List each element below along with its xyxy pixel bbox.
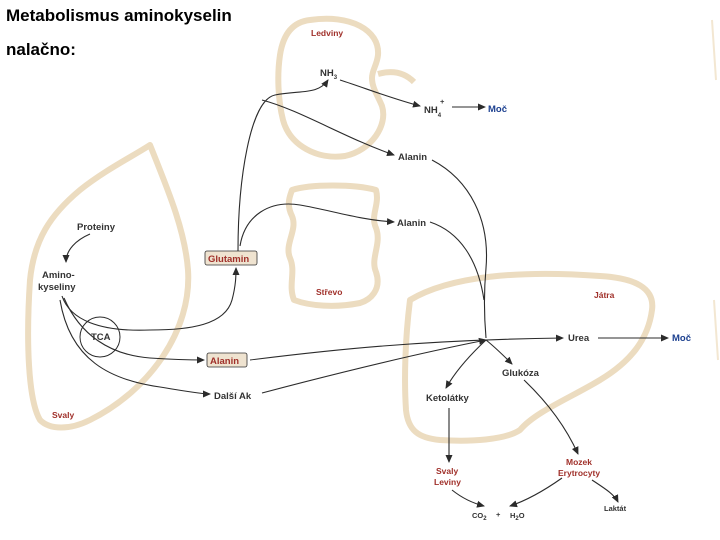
gut-outline bbox=[285, 182, 381, 309]
glutamin-box bbox=[204, 250, 258, 266]
laktat-label: Laktát bbox=[604, 504, 627, 513]
h2o-o: O bbox=[519, 511, 525, 520]
plus-sign: + bbox=[496, 510, 501, 519]
organ-label-svaly: Svaly bbox=[52, 410, 74, 420]
urea-label: Urea bbox=[568, 333, 590, 344]
dalsi-ak-label: Další Ak bbox=[214, 391, 252, 402]
aminokyseliny-label-line1: Amino- bbox=[42, 270, 75, 281]
arrow-liver-to-glukoza bbox=[485, 339, 513, 365]
nh4-text: NH bbox=[424, 105, 438, 116]
organ-label-strevo: Střevo bbox=[316, 287, 342, 297]
arrow-liver-to-ketolatky bbox=[445, 339, 487, 389]
arrow-dalsi-ak-to-liver bbox=[261, 337, 487, 394]
arrow-glutamin-to-nh3 bbox=[237, 79, 329, 252]
kidney-hilum bbox=[377, 69, 417, 85]
slide-title-line1: Metabolismus aminokyselin bbox=[6, 6, 232, 25]
nh3-text: NH bbox=[320, 68, 334, 79]
nh3-subscript: 3 bbox=[334, 75, 338, 81]
arrow-mozek-to-laktat bbox=[591, 479, 619, 503]
svaly-target-line2: Leviny bbox=[434, 477, 461, 487]
ketolatky-label: Ketolátky bbox=[426, 393, 469, 404]
arrow-svaly-to-co2 bbox=[451, 489, 485, 508]
kidney-outline bbox=[275, 15, 387, 160]
co2-label: CO2 bbox=[472, 511, 487, 522]
alanin-muscle-box bbox=[206, 352, 248, 368]
h2o-subscript: 2 bbox=[515, 516, 519, 522]
nh4-subscript: 4 bbox=[438, 113, 442, 119]
nh3-label: NH3 bbox=[320, 68, 338, 81]
proteiny-label: Proteiny bbox=[77, 222, 116, 233]
organ-label-ledviny: Ledviny bbox=[311, 28, 343, 38]
arrow-aminokyseliny-to-glutamin bbox=[61, 267, 240, 331]
h2o-h: H bbox=[510, 511, 515, 520]
tca-label: TCA bbox=[91, 332, 111, 343]
nh4-superscript: + bbox=[440, 97, 445, 106]
arrow-alanin-gut-to-liver bbox=[429, 221, 485, 301]
glutamin-label: Glutamin bbox=[208, 254, 249, 265]
arrow-nh3-to-nh4 bbox=[339, 79, 421, 108]
aminokyseliny-label-line2: kyseliny bbox=[38, 282, 76, 293]
urine-label-liver: Moč bbox=[672, 333, 691, 344]
mozek-label: Mozek bbox=[566, 457, 592, 467]
co2-subscript: 2 bbox=[483, 516, 487, 522]
arrow-glukoza-to-mozek bbox=[523, 379, 579, 455]
liver-outline bbox=[402, 270, 656, 444]
arrow-aminokyseliny-to-alanin bbox=[63, 297, 205, 364]
organ-label-jatra: Játra bbox=[594, 290, 615, 300]
co2-text: CO bbox=[472, 511, 483, 520]
h2o-label: H2O bbox=[510, 511, 525, 522]
nh4-label: NH4 bbox=[424, 105, 442, 119]
arrow-mozek-to-co2 bbox=[509, 477, 563, 508]
right-edge-shading bbox=[711, 19, 719, 361]
alanin-gut-label: Alanin bbox=[397, 218, 426, 229]
muscle-outline bbox=[25, 142, 192, 431]
tca-cycle-circle bbox=[79, 316, 121, 358]
urine-label-kidney: Moč bbox=[488, 104, 507, 115]
arrow-glutamin-to-alanin-kidney bbox=[261, 99, 395, 157]
svaly-target-line1: Svaly bbox=[436, 466, 458, 476]
arrow-alanin-to-urea bbox=[249, 334, 564, 361]
slide-title-line2: nalačno: bbox=[6, 40, 76, 59]
arrow-alanin-kidney-to-liver bbox=[431, 159, 488, 339]
erytrocyty-label: Erytrocyty bbox=[558, 468, 600, 478]
alanin-kidney-label: Alanin bbox=[398, 152, 427, 163]
arrow-aminokyseliny-to-dalsi-ak bbox=[59, 299, 211, 398]
arrow-glutamin-to-alanin-gut bbox=[239, 203, 395, 247]
glukoza-label: Glukóza bbox=[502, 368, 540, 379]
alanin-muscle-label: Alanin bbox=[210, 356, 239, 367]
arrow-proteiny-to-aminokyseliny bbox=[62, 233, 91, 263]
